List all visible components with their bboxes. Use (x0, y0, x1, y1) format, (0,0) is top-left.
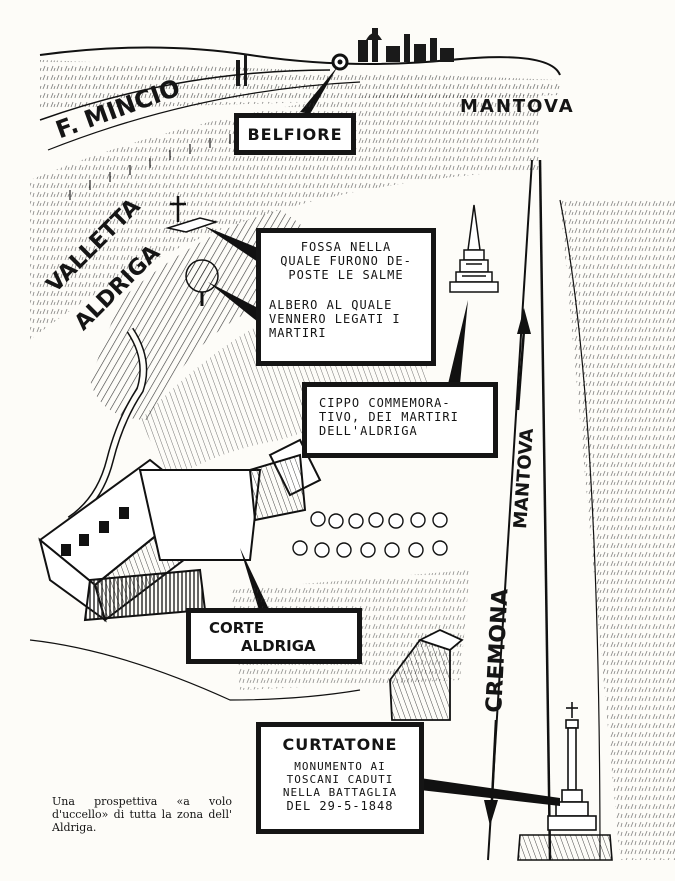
cross-icon (170, 196, 186, 222)
fossa-label: FOSSA NELLA QUALE FURONO DE- POSTE LE SA… (269, 240, 423, 282)
roadside-house (389, 629, 464, 721)
fossa-albero-label-box: FOSSA NELLA QUALE FURONO DE- POSTE LE SA… (256, 228, 436, 366)
curtatone-label-box: CURTATONE MONUMENTO AI TOSCANI CADUTI NE… (256, 722, 424, 834)
arrow-down-icon (484, 719, 498, 826)
corte-line-1: CORTE (209, 619, 265, 637)
corte-line-2: ALDRIGA (241, 637, 316, 655)
mantova-city-label: MANTOVA (460, 96, 575, 117)
fossa-line-2: QUALE FURONO DE- (280, 254, 412, 268)
image-caption: Una prospettiva «a volo d'uccello» di tu… (52, 795, 232, 834)
curtatone-line-2: TOSCANI CADUTI (286, 773, 394, 786)
mantova-skyline (236, 28, 454, 86)
fossa-line-1: FOSSA NELLA (300, 240, 392, 254)
farm-buildings (38, 438, 322, 623)
albero-line-3: MARTIRI (269, 326, 327, 340)
belfiore-label-box: BELFIORE (234, 113, 356, 155)
arrow-up-icon (516, 308, 531, 411)
curtatone-line-3: NELLA BATTAGLIA (282, 786, 398, 799)
curtatone-title: CURTATONE (282, 735, 398, 754)
fossa-line-3: POSTE LE SALME (288, 268, 404, 282)
albero-label: ALBERO AL QUALE VENNERO LEGATI I MARTIRI (269, 298, 423, 340)
corte-aldriga-label-box: CORTE ALDRIGA (186, 608, 362, 664)
cippo-line-2: TIVO, DEI MARTIRI (319, 410, 459, 424)
albero-line-2: VENNERO LEGATI I (269, 312, 401, 326)
curtatone-line-4: DEL 29-5-1848 (286, 799, 394, 813)
column-monument-icon (517, 702, 613, 861)
cippo-label-box: CIPPO COMMEMORA- TIVO, DEI MARTIRI DELL'… (302, 382, 498, 458)
curtatone-line-1: MONUMENTO AI (294, 760, 386, 773)
obelisk-icon (449, 204, 499, 293)
tree-row (292, 511, 448, 558)
cippo-line-1: CIPPO COMMEMORA- (319, 396, 451, 410)
cippo-line-3: DELL'ALDRIGA (319, 424, 418, 438)
albero-line-1: ALBERO AL QUALE (269, 298, 393, 312)
belfiore-label: BELFIORE (247, 125, 343, 144)
